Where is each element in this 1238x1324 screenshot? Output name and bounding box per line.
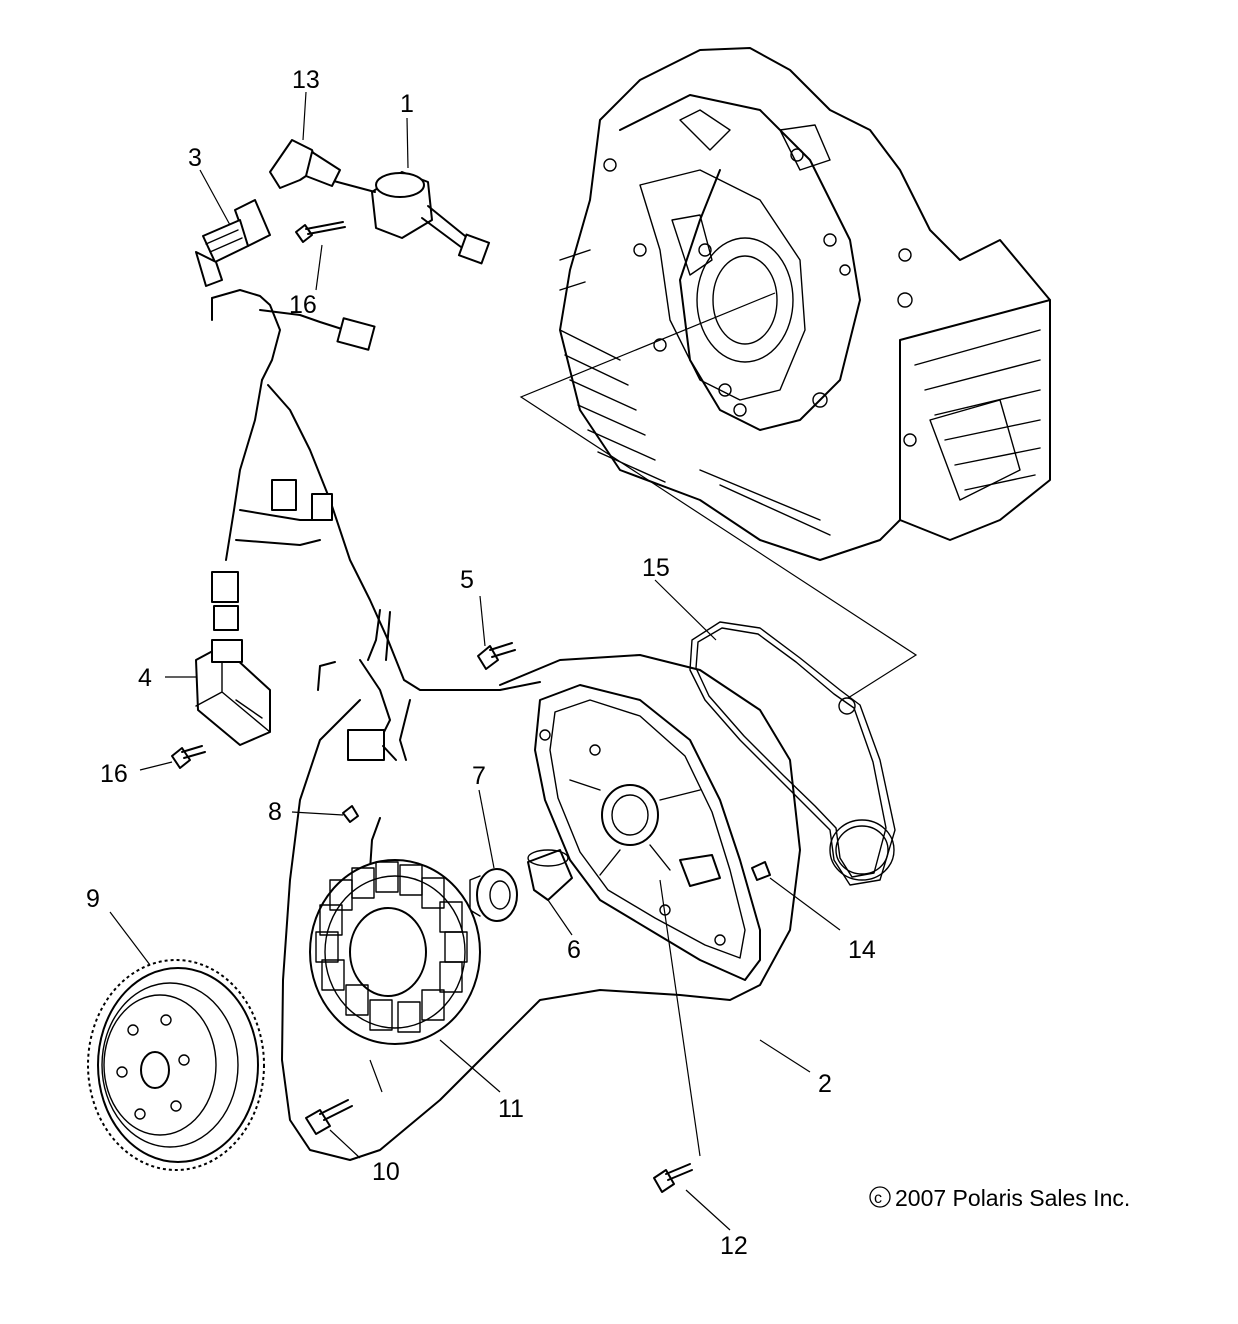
dowel-pin — [751, 861, 771, 881]
voltage-regulator — [195, 639, 271, 746]
oil-seal — [469, 868, 518, 922]
screw-16-top — [295, 221, 346, 243]
stator-cover — [534, 684, 761, 981]
crankcase-drawing — [559, 47, 1051, 561]
callout-14: 14 — [848, 936, 876, 964]
callout-2: 2 — [818, 1070, 832, 1098]
callout-12: 12 — [720, 1232, 748, 1260]
bolt-12 — [653, 1163, 693, 1193]
callout-7: 7 — [472, 762, 486, 790]
copyright-notice: c 2007 Polaris Sales Inc. — [869, 1185, 1130, 1211]
callout-5: 5 — [460, 566, 474, 594]
callout-16-left: 16 — [100, 760, 128, 788]
bushing — [527, 849, 573, 901]
callout-1: 1 — [400, 90, 414, 118]
assembly-reference-lines — [519, 292, 918, 699]
spark-plug — [195, 199, 271, 287]
callout-9: 9 — [86, 885, 100, 913]
wire-harness — [211, 289, 801, 1161]
bolt-5 — [477, 642, 516, 670]
callout-11: 11 — [498, 1095, 524, 1123]
cover-gasket — [689, 621, 896, 886]
screw-16-left — [171, 745, 206, 769]
bolt-10 — [305, 1099, 353, 1135]
callout-4: 4 — [138, 664, 152, 692]
copyright-symbol-letter: c — [874, 1190, 882, 1207]
callout-8: 8 — [268, 798, 282, 826]
callout-3: 3 — [188, 144, 202, 172]
screw-8 — [342, 805, 359, 823]
callout-13: 13 — [292, 66, 320, 94]
callout-16-top: 16 — [289, 291, 317, 319]
callout-6: 6 — [567, 936, 581, 964]
stator — [309, 859, 481, 1045]
spark-plug-cap — [269, 139, 341, 189]
callout-10: 10 — [372, 1158, 400, 1186]
callout-leader-lines — [109, 91, 841, 1231]
callout-labels: 1 2 3 4 5 6 7 8 9 10 11 12 13 14 15 16 1… — [86, 66, 876, 1260]
flywheel — [87, 959, 265, 1171]
callout-15: 15 — [642, 554, 670, 582]
ignition-coil — [329, 171, 491, 265]
copyright-text: 2007 Polaris Sales Inc. — [895, 1185, 1130, 1211]
